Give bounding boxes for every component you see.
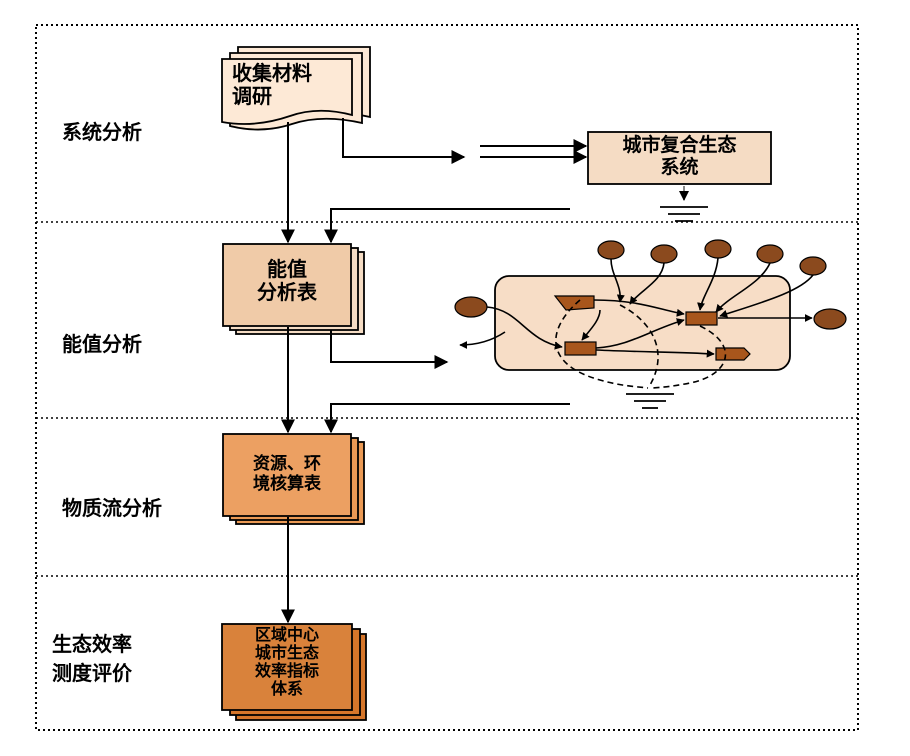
- outer-frame: [35, 24, 859, 731]
- emergy-table-stack: [222, 243, 365, 335]
- output-circle: [813, 308, 847, 330]
- source-circle: [799, 256, 827, 276]
- source-circle: [454, 296, 488, 318]
- process-box: [685, 311, 718, 326]
- box-text-line: 城市复合生态: [622, 134, 737, 156]
- box-text-line: 系统: [660, 155, 699, 178]
- box-text-line: 调研: [232, 84, 272, 108]
- stage-label-line: 生态效率: [52, 632, 132, 656]
- producer-shape: [553, 295, 595, 311]
- feedback-arrow: [324, 208, 570, 244]
- box-text-line: 收集材料: [232, 61, 312, 85]
- collect-materials-text: 收集材料 调研: [224, 62, 360, 108]
- consumer-shape: [715, 347, 751, 361]
- stage-label-system-analysis: 系统分析: [62, 120, 142, 144]
- box-text-line: 境核算表: [253, 473, 321, 494]
- collect-materials-doc: [221, 46, 371, 131]
- city-system-box: [587, 131, 772, 185]
- box-text-line: 体系: [270, 678, 303, 698]
- box-text-line: 城市生态: [254, 642, 319, 662]
- emergy-system-diagram: [454, 239, 847, 409]
- source-circle: [650, 244, 678, 264]
- stage-label-material-flow: 物质流分析: [62, 496, 162, 520]
- box-text-line: 区域中心: [254, 625, 319, 644]
- accounting-table-stack: [222, 433, 365, 525]
- stage-label-emergy-analysis: 能值分析: [62, 332, 142, 356]
- box-text-line: 能值: [267, 257, 307, 281]
- city-system-text: 城市复合生态 系统: [588, 134, 771, 179]
- stage-label-efficiency: 生态效率 测度评价: [52, 630, 132, 688]
- heat-sink-symbol: [660, 206, 708, 222]
- heat-sink-symbol: [626, 393, 674, 409]
- box-text-line: 分析表: [257, 280, 317, 304]
- indicator-system-text: 区域中心 城市生态 效率指标 体系: [222, 626, 352, 698]
- source-circle: [756, 244, 784, 264]
- feedback-arrow: [324, 403, 570, 434]
- process-box: [564, 341, 597, 356]
- box-text-line: 效率指标: [254, 660, 319, 680]
- flow-arrow: [330, 330, 449, 369]
- flow-arrow: [342, 118, 466, 164]
- source-circle: [597, 240, 625, 260]
- indicator-system-stack: [221, 623, 367, 721]
- emergy-table-text: 能值 分析表: [223, 258, 351, 304]
- accounting-table-text: 资源、环 境核算表: [223, 454, 351, 494]
- box-text-line: 资源、环: [253, 454, 321, 474]
- source-circle: [704, 239, 732, 259]
- stage-label-line: 测度评价: [52, 661, 132, 685]
